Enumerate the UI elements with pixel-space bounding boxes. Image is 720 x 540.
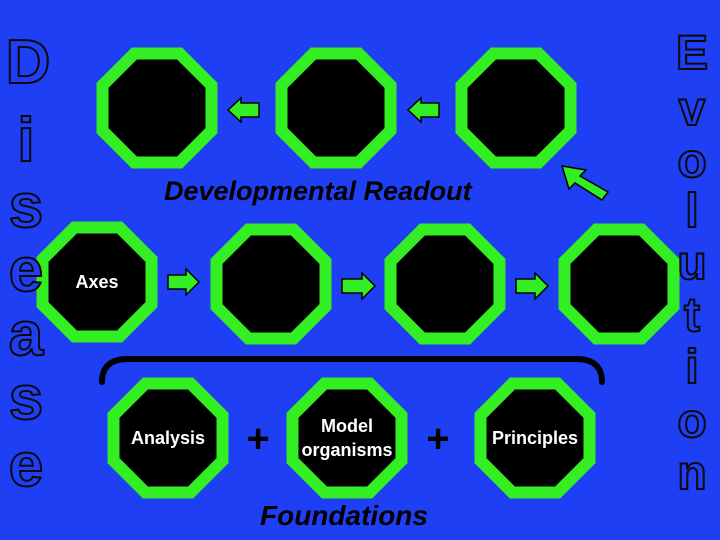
evolution-letter: t xyxy=(683,289,701,342)
octagon-node-bottom-3: Principles xyxy=(474,377,596,499)
octagon-shape xyxy=(474,377,596,499)
octagon-shape xyxy=(275,47,397,169)
evolution-letter: l xyxy=(684,185,699,238)
octagon-shape xyxy=(286,377,408,499)
evolution-letter: o xyxy=(676,135,707,188)
developmental-readout-caption: Developmental Readout xyxy=(164,176,472,206)
arrow-middle-1-to-2 xyxy=(167,267,201,297)
octagon-node-bottom-2: Model organisms xyxy=(286,377,408,499)
octagon-node-middle-2 xyxy=(210,223,332,345)
foundations-brace xyxy=(99,356,605,385)
evolution-letter: i xyxy=(684,341,699,394)
disease-letter: s xyxy=(8,172,44,241)
plus-operator: + xyxy=(426,417,449,461)
arrow-middle-to-top xyxy=(560,165,610,202)
octagon-shape xyxy=(558,223,680,345)
octagon-node-middle-1: Axes xyxy=(36,221,158,343)
octagon-label: Model xyxy=(321,416,373,436)
octagon-shape xyxy=(210,223,332,345)
octagon-shape xyxy=(107,377,229,499)
disease-letter: i xyxy=(16,106,35,175)
evolution-letter: v xyxy=(678,83,707,136)
octagon-node-top-3 xyxy=(455,47,577,169)
disease-letter: a xyxy=(8,300,44,369)
octagon-label: organisms xyxy=(301,440,392,460)
octagon-shape xyxy=(384,223,506,345)
evolution-letter: o xyxy=(676,395,707,448)
evolution-letter: u xyxy=(676,237,707,290)
arrow-top-2-to-1 xyxy=(226,96,260,124)
octagon-label: Analysis xyxy=(131,428,205,448)
disease-letter: s xyxy=(8,364,44,433)
disease-letter: e xyxy=(8,236,44,305)
octagon-node-middle-4 xyxy=(558,223,680,345)
disease-letter: e xyxy=(8,431,44,500)
arrow-top-3-to-2 xyxy=(406,96,440,124)
octagon-label: Axes xyxy=(75,272,118,292)
octagon-shape xyxy=(455,47,577,169)
evolution-letter: E xyxy=(675,27,709,80)
octagon-shape xyxy=(96,47,218,169)
arrow-middle-2-to-3 xyxy=(341,271,377,301)
octagon-shape xyxy=(36,221,158,343)
disease-letter: D xyxy=(5,28,52,97)
foundations-caption: Foundations xyxy=(260,500,428,531)
arrow-middle-3-to-4 xyxy=(515,271,550,301)
octagon-node-bottom-1: Analysis xyxy=(107,377,229,499)
plus-operator: + xyxy=(246,417,269,461)
evolution-letter: n xyxy=(676,447,707,500)
octagon-label: Principles xyxy=(492,428,578,448)
octagon-node-top-2 xyxy=(275,47,397,169)
octagon-node-top-1 xyxy=(96,47,218,169)
octagon-node-middle-3 xyxy=(384,223,506,345)
